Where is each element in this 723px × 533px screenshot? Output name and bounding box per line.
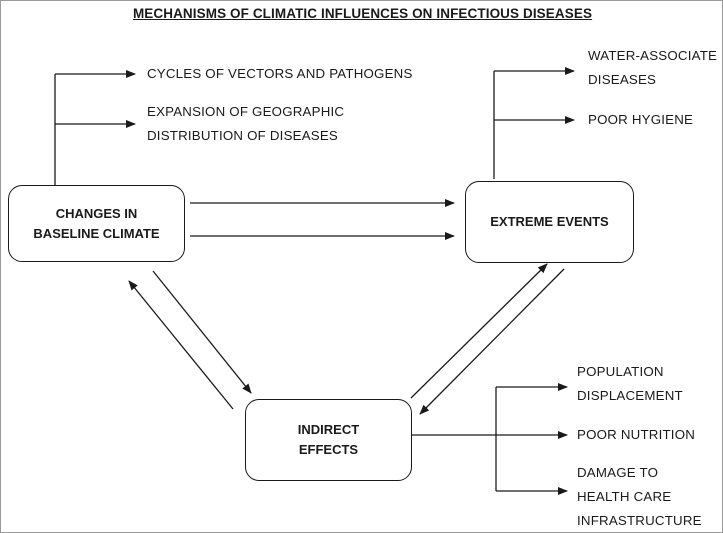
outcome-poor-hygiene: POOR HYGIENE [588,108,693,132]
outcome-geographic-expansion-line2: DISTRIBUTION OF DISEASES [147,128,338,143]
outcome-water-associated-diseases: WATER-ASSOCIATE DISEASES [588,44,717,92]
outcome-poor-hygiene-line1: POOR HYGIENE [588,112,694,127]
outcome-poor-nutrition: POOR NUTRITION [577,423,695,447]
outcome-geographic-expansion: EXPANSION OF GEOGRAPHIC DISTRIBUTION OF … [147,100,344,148]
node-extreme-events: EXTREME EVENTS [465,181,634,263]
node-baseline-climate-line1: CHANGES IN [55,205,138,221]
arrow-extreme-to-indirect [419,268,565,415]
outcome-cycles-of-vectors: CYCLES OF VECTORS AND PATHOGENS [147,62,413,86]
outcome-water-associated-line1: WATER-ASSOCIATE [588,48,718,63]
diagram-title: MECHANISMS OF CLIMATIC INFLUENCES ON INF… [132,6,593,21]
arrow-indirect-to-baseline [128,280,234,410]
outcome-health-care-damage-line2: HEALTH CARE [577,489,672,504]
node-indirect-effects-line2: EFFECTS [298,442,359,457]
node-indirect-effects-line1: INDIRECT [297,422,360,437]
outcome-health-care-damage: DAMAGE TO HEALTH CARE INFRASTRUCTURE [577,461,702,532]
node-baseline-climate: CHANGES IN BASELINE CLIMATE [8,185,185,262]
outcome-population-displacement-line2: DISPLACEMENT [577,388,683,403]
arrow-baseline-to-indirect [152,270,252,394]
outcome-cycles-of-vectors-line1: CYCLES OF VECTORS AND PATHOGENS [147,66,413,81]
outcome-population-displacement-line1: POPULATION [577,364,664,379]
outcome-water-associated-line2: DISEASES [588,72,657,87]
outcome-health-care-damage-line3: INFRASTRUCTURE [577,513,702,528]
outcome-poor-nutrition-line1: POOR NUTRITION [577,427,696,442]
node-indirect-effects: INDIRECT EFFECTS [245,399,412,481]
outcome-geographic-expansion-line1: EXPANSION OF GEOGRAPHIC [147,104,345,119]
outcome-population-displacement: POPULATION DISPLACEMENT [577,360,683,408]
node-baseline-climate-line2: BASELINE CLIMATE [33,225,160,241]
outcome-health-care-damage-line1: DAMAGE TO [577,465,659,480]
node-extreme-events-label: EXTREME EVENTS [490,214,609,229]
arrow-indirect-to-extreme [410,263,548,399]
